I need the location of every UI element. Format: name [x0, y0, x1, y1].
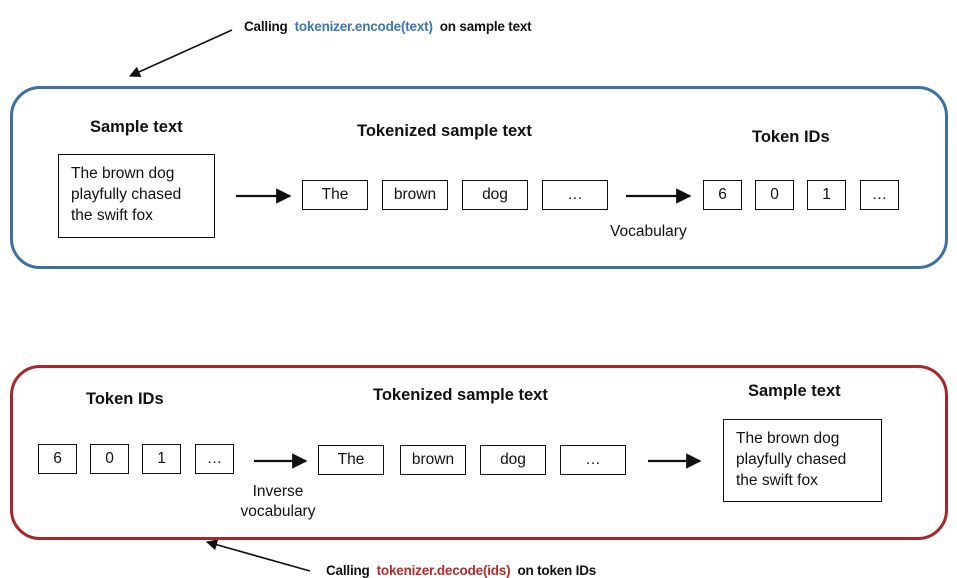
decode-token-id-box: 1 — [142, 444, 181, 474]
decode-token-id-box: … — [195, 444, 234, 474]
encode-callout: Calling tokenizer.encode(text) on sample t… — [244, 19, 532, 34]
decode-token-box: dog — [480, 445, 546, 475]
encode-token-box: The — [302, 180, 368, 210]
encode-vocabulary-label: Vocabulary — [610, 223, 687, 240]
encode-sample-text-heading: Sample text — [90, 118, 183, 136]
encode-callout-code: tokenizer.encode(text) — [294, 19, 433, 34]
encode-token-id-box: 1 — [807, 180, 846, 210]
encode-panel — [10, 86, 948, 269]
encode-callout-prefix: Calling — [244, 19, 288, 34]
decode-token-box: brown — [400, 445, 466, 475]
encode-token-id-box: … — [860, 180, 899, 210]
decode-callout-suffix: on token IDs — [517, 563, 597, 578]
decode-sample-text-line: the swift fox — [736, 472, 818, 489]
decode-callout-prefix: Calling — [326, 563, 370, 578]
decode-callout: Calling tokenizer.decode(ids) on token IDs — [326, 563, 596, 578]
encode-sample-text-line: playfully chased — [71, 186, 182, 203]
decode-callout-pointer — [205, 539, 311, 572]
decode-token-ids-heading: Token IDs — [86, 390, 164, 408]
encode-token-ids-heading: Token IDs — [752, 128, 830, 146]
encode-token-id-box: 6 — [703, 180, 742, 210]
encode-sample-text-line: The brown dog — [71, 165, 175, 182]
decode-inverse-vocabulary-line: vocabulary — [240, 503, 316, 520]
decode-callout-code: tokenizer.decode(ids) — [376, 563, 511, 578]
encode-sample-text-box: The brown dog playfully chased the swift… — [58, 154, 215, 238]
decode-sample-text-line: playfully chased — [736, 451, 847, 468]
decode-tokenized-heading: Tokenized sample text — [373, 386, 548, 404]
decode-token-box: The — [318, 445, 384, 475]
decode-token-id-box: 0 — [90, 444, 129, 474]
decode-token-box: … — [560, 445, 626, 475]
encode-sample-text-line: the swift fox — [71, 207, 153, 224]
encode-token-box: brown — [382, 180, 448, 210]
decode-inverse-vocabulary-line: Inverse — [252, 483, 304, 500]
decode-sample-text-line: The brown dog — [736, 430, 840, 447]
decode-sample-text-heading: Sample text — [748, 382, 841, 400]
decode-token-id-box: 6 — [38, 444, 77, 474]
decode-inverse-vocabulary-label: Inverse vocabulary — [226, 482, 330, 522]
encode-token-id-box: 0 — [755, 180, 794, 210]
encode-token-box: … — [542, 180, 608, 210]
decode-sample-text-box: The brown dog playfully chased the swift… — [723, 419, 882, 502]
encode-callout-pointer — [128, 29, 233, 77]
encode-token-box: dog — [462, 180, 528, 210]
encode-tokenized-heading: Tokenized sample text — [357, 122, 532, 140]
decode-panel — [10, 365, 948, 540]
encode-callout-suffix: on sample text — [439, 19, 532, 34]
